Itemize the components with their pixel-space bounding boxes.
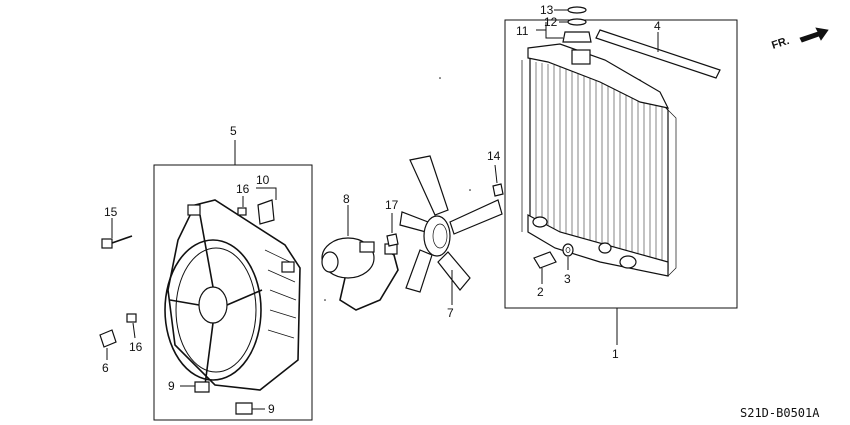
callout-9-upper: 9 [168, 379, 175, 393]
fan-blade-bottom-right [437, 251, 471, 291]
callout-9-lower: 9 [268, 402, 275, 416]
direction-label: FR. [770, 35, 791, 52]
radiator-lower-outlet-mid [598, 242, 612, 254]
radiator-group-frame [504, 19, 738, 309]
part-6-clip [99, 329, 117, 360]
leader-11 [536, 22, 563, 39]
callout-5: 5 [230, 124, 237, 138]
part-10-bracket [256, 187, 277, 225]
callout-15: 15 [104, 205, 118, 219]
callout-3: 3 [564, 272, 571, 286]
part-7-fan [399, 155, 503, 305]
callout-2: 2 [537, 285, 544, 299]
leader-10 [256, 187, 277, 200]
clip-9-lower [235, 402, 253, 415]
shroud-ring-outer [164, 239, 262, 381]
radiator-cap-group [536, 6, 592, 43]
clip-6 [99, 329, 117, 348]
shroud-hub [198, 286, 228, 324]
nut-17 [386, 233, 399, 247]
part-17-nut [386, 213, 399, 247]
shroud-tab-top [187, 204, 201, 216]
arrow-right-icon [799, 27, 829, 43]
radiator-lower-outlet-left [532, 216, 548, 228]
clip-9-upper [194, 381, 210, 393]
shroud-group-frame [153, 164, 313, 421]
callout-16-lower: 16 [129, 340, 143, 354]
part-11-radiator-cap [562, 31, 592, 43]
callout-14: 14 [487, 149, 501, 163]
fan-hub-inner [432, 223, 448, 249]
callout-17: 17 [385, 198, 399, 212]
motor-face [321, 251, 339, 273]
motor-connector-mount [359, 241, 375, 253]
part-12-gasket [567, 18, 587, 26]
callout-13: 13 [540, 3, 554, 17]
callout-7: 7 [447, 306, 454, 320]
part-9-clips [180, 381, 265, 415]
motor-wire [339, 249, 399, 311]
radiator-lower-outlet-right [619, 255, 637, 269]
bracket [257, 199, 275, 225]
part-3-washer [562, 243, 574, 270]
part-16-bolt-lower [126, 313, 137, 339]
leader-14 [494, 164, 498, 184]
leader-16-lower [132, 322, 136, 339]
bolt-15-head [101, 238, 113, 249]
part-16-bolt-upper [237, 196, 247, 216]
bolt-16-lower [126, 313, 137, 323]
part-15-bolt [101, 218, 133, 249]
seal-strip [595, 29, 721, 79]
bolt-15-shank [111, 235, 133, 244]
radiator-core-fins [535, 62, 663, 270]
fan-blade-bottom-left [405, 249, 433, 293]
callout-8: 8 [343, 192, 350, 206]
callout-12: 12 [544, 15, 558, 29]
fan-hub [423, 215, 451, 257]
part-8-fan-motor [321, 205, 399, 311]
fan-blade-left [399, 211, 429, 233]
radiator-side-panels [521, 60, 677, 277]
fan-shroud-assembly [153, 140, 313, 421]
fan-blade-top [409, 155, 449, 216]
diagram-dots [324, 77, 471, 301]
radiator-filler-neck [571, 49, 591, 65]
washer [562, 243, 574, 257]
shroud-ring-inner [175, 247, 257, 373]
callout-6: 6 [102, 361, 109, 375]
shroud-spokes [169, 214, 263, 386]
callout-10: 10 [256, 173, 270, 187]
callout-1: 1 [612, 347, 619, 361]
radiator-assembly [504, 19, 738, 309]
diagram-code: S21D-B0501A [740, 406, 820, 420]
switch-body [533, 251, 557, 269]
part-14-nut [492, 164, 504, 197]
callout-labels: 1 2 3 4 5 6 7 8 9 9 10 11 12 13 14 15 16… [102, 3, 661, 416]
callout-4: 4 [654, 19, 661, 33]
callout-16-upper: 16 [236, 182, 250, 196]
shroud-ribs [264, 249, 297, 339]
part-2-switch [533, 251, 557, 284]
part-4-seal [595, 29, 721, 79]
part-13-o-ring [567, 6, 587, 14]
fan-blade-right [449, 199, 503, 235]
callout-11: 11 [516, 24, 529, 38]
nut [492, 183, 504, 197]
bolt-16-upper [237, 207, 247, 216]
shroud-body [167, 199, 301, 391]
shroud-tab-right [281, 261, 295, 273]
direction-indicator: FR. [770, 27, 829, 52]
